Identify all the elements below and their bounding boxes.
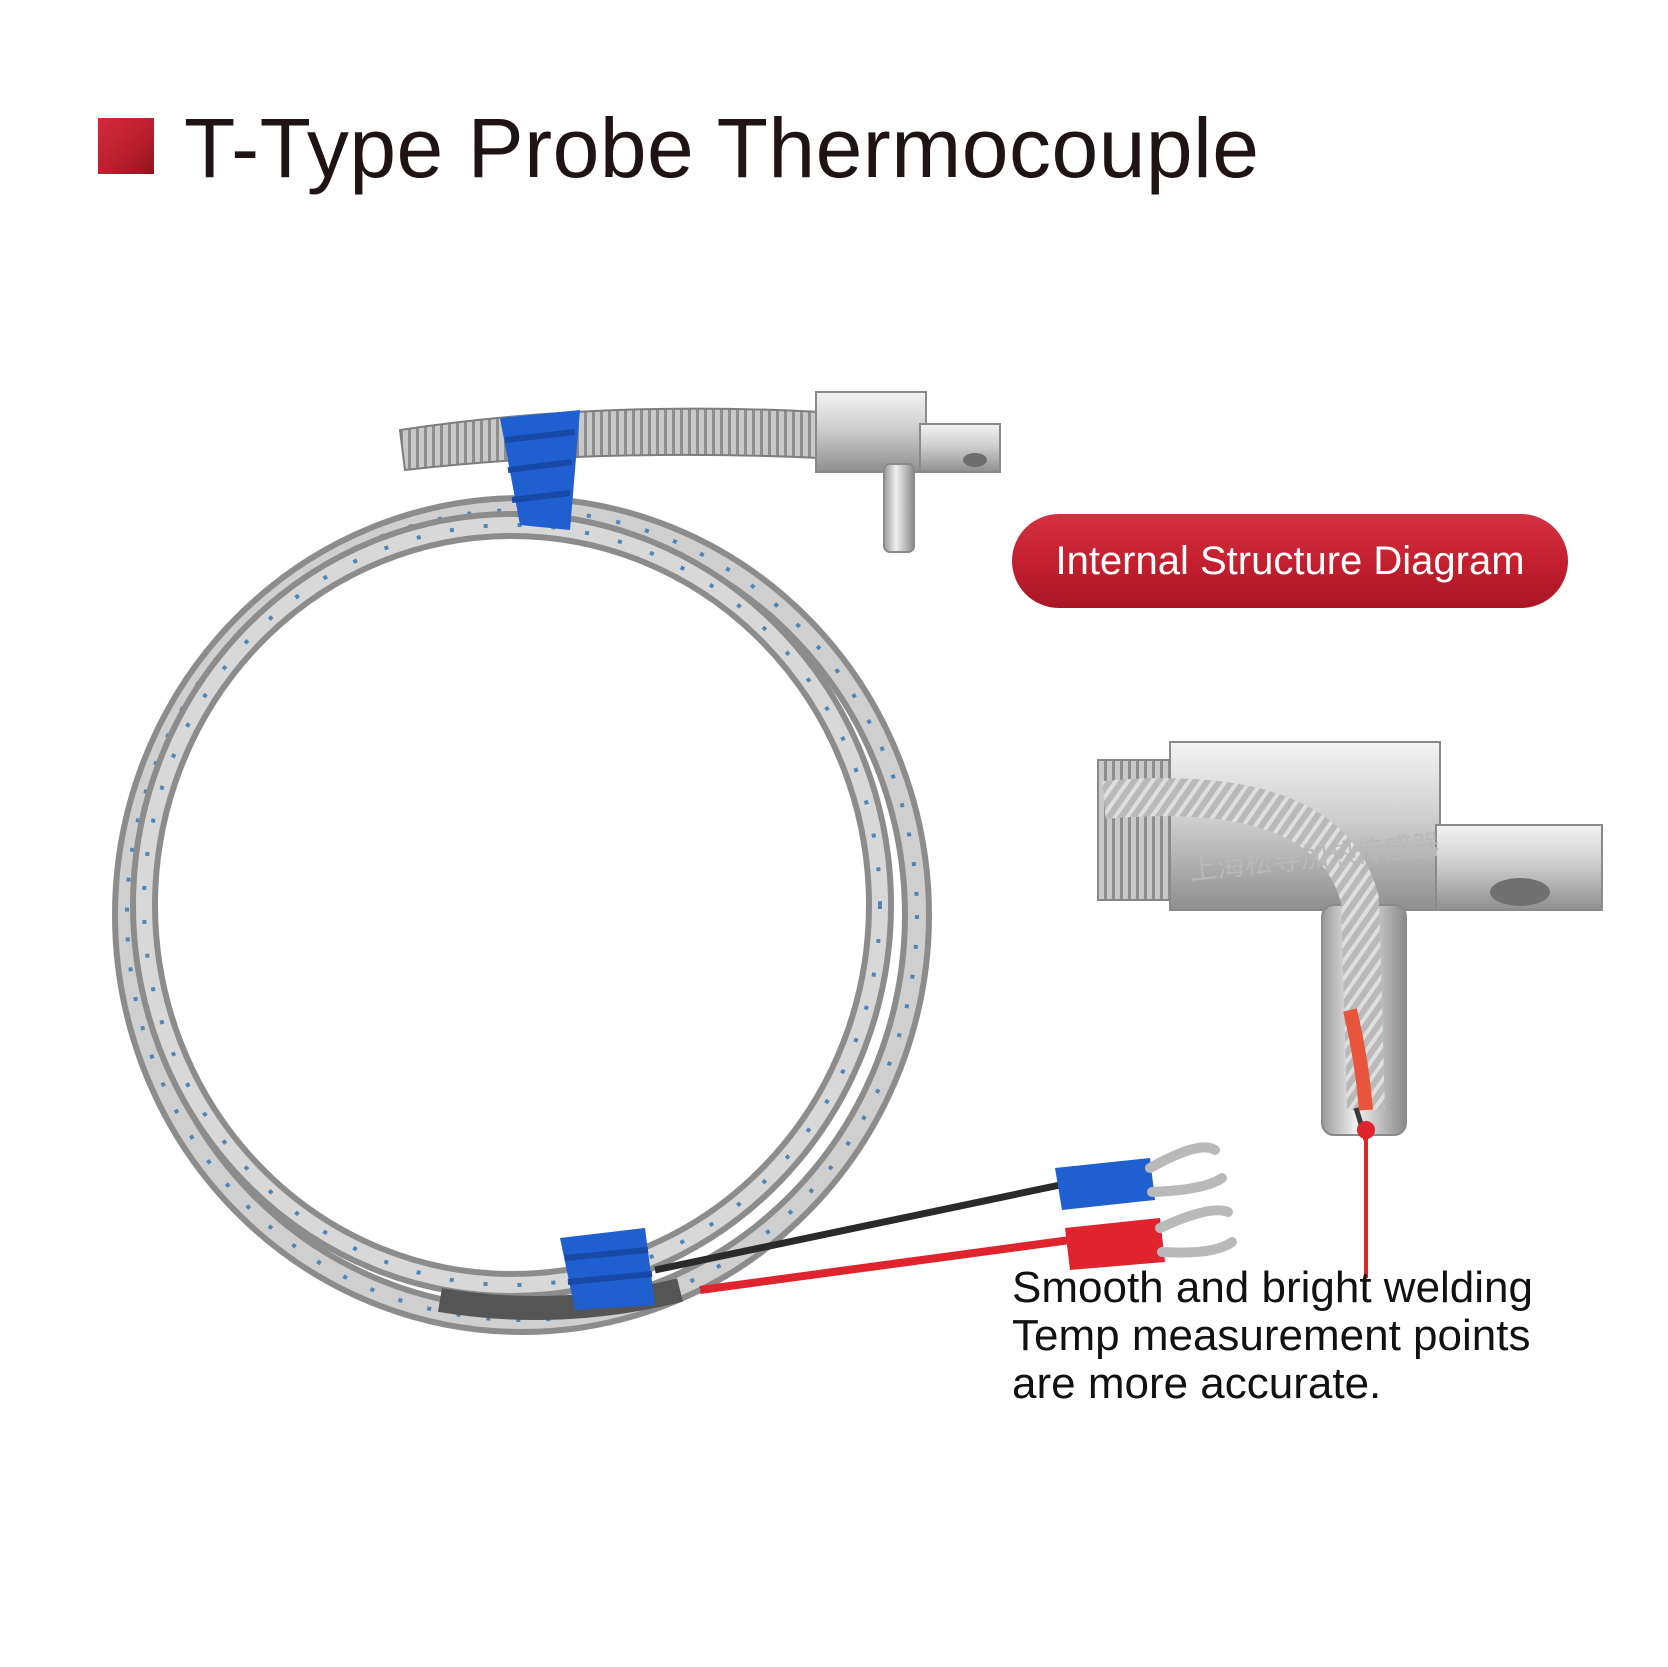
welding-callout-text: Smooth and bright welding Temp measureme… [1012, 1264, 1612, 1408]
blue-cable-tie [500, 410, 655, 1310]
callout-pointer [1357, 1121, 1375, 1278]
callout-line-2: Temp measurement points [1012, 1311, 1531, 1360]
callout-line-1: Smooth and bright welding [1012, 1263, 1533, 1312]
title-accent-square [98, 118, 154, 174]
page-title: T-Type Probe Thermocouple [184, 101, 1260, 195]
callout-line-3: are more accurate. [1012, 1359, 1382, 1408]
internal-structure-badge: Internal Structure Diagram [1012, 514, 1568, 608]
cutaway-block [1097, 741, 1603, 1141]
lead-wires [654, 1142, 1237, 1294]
